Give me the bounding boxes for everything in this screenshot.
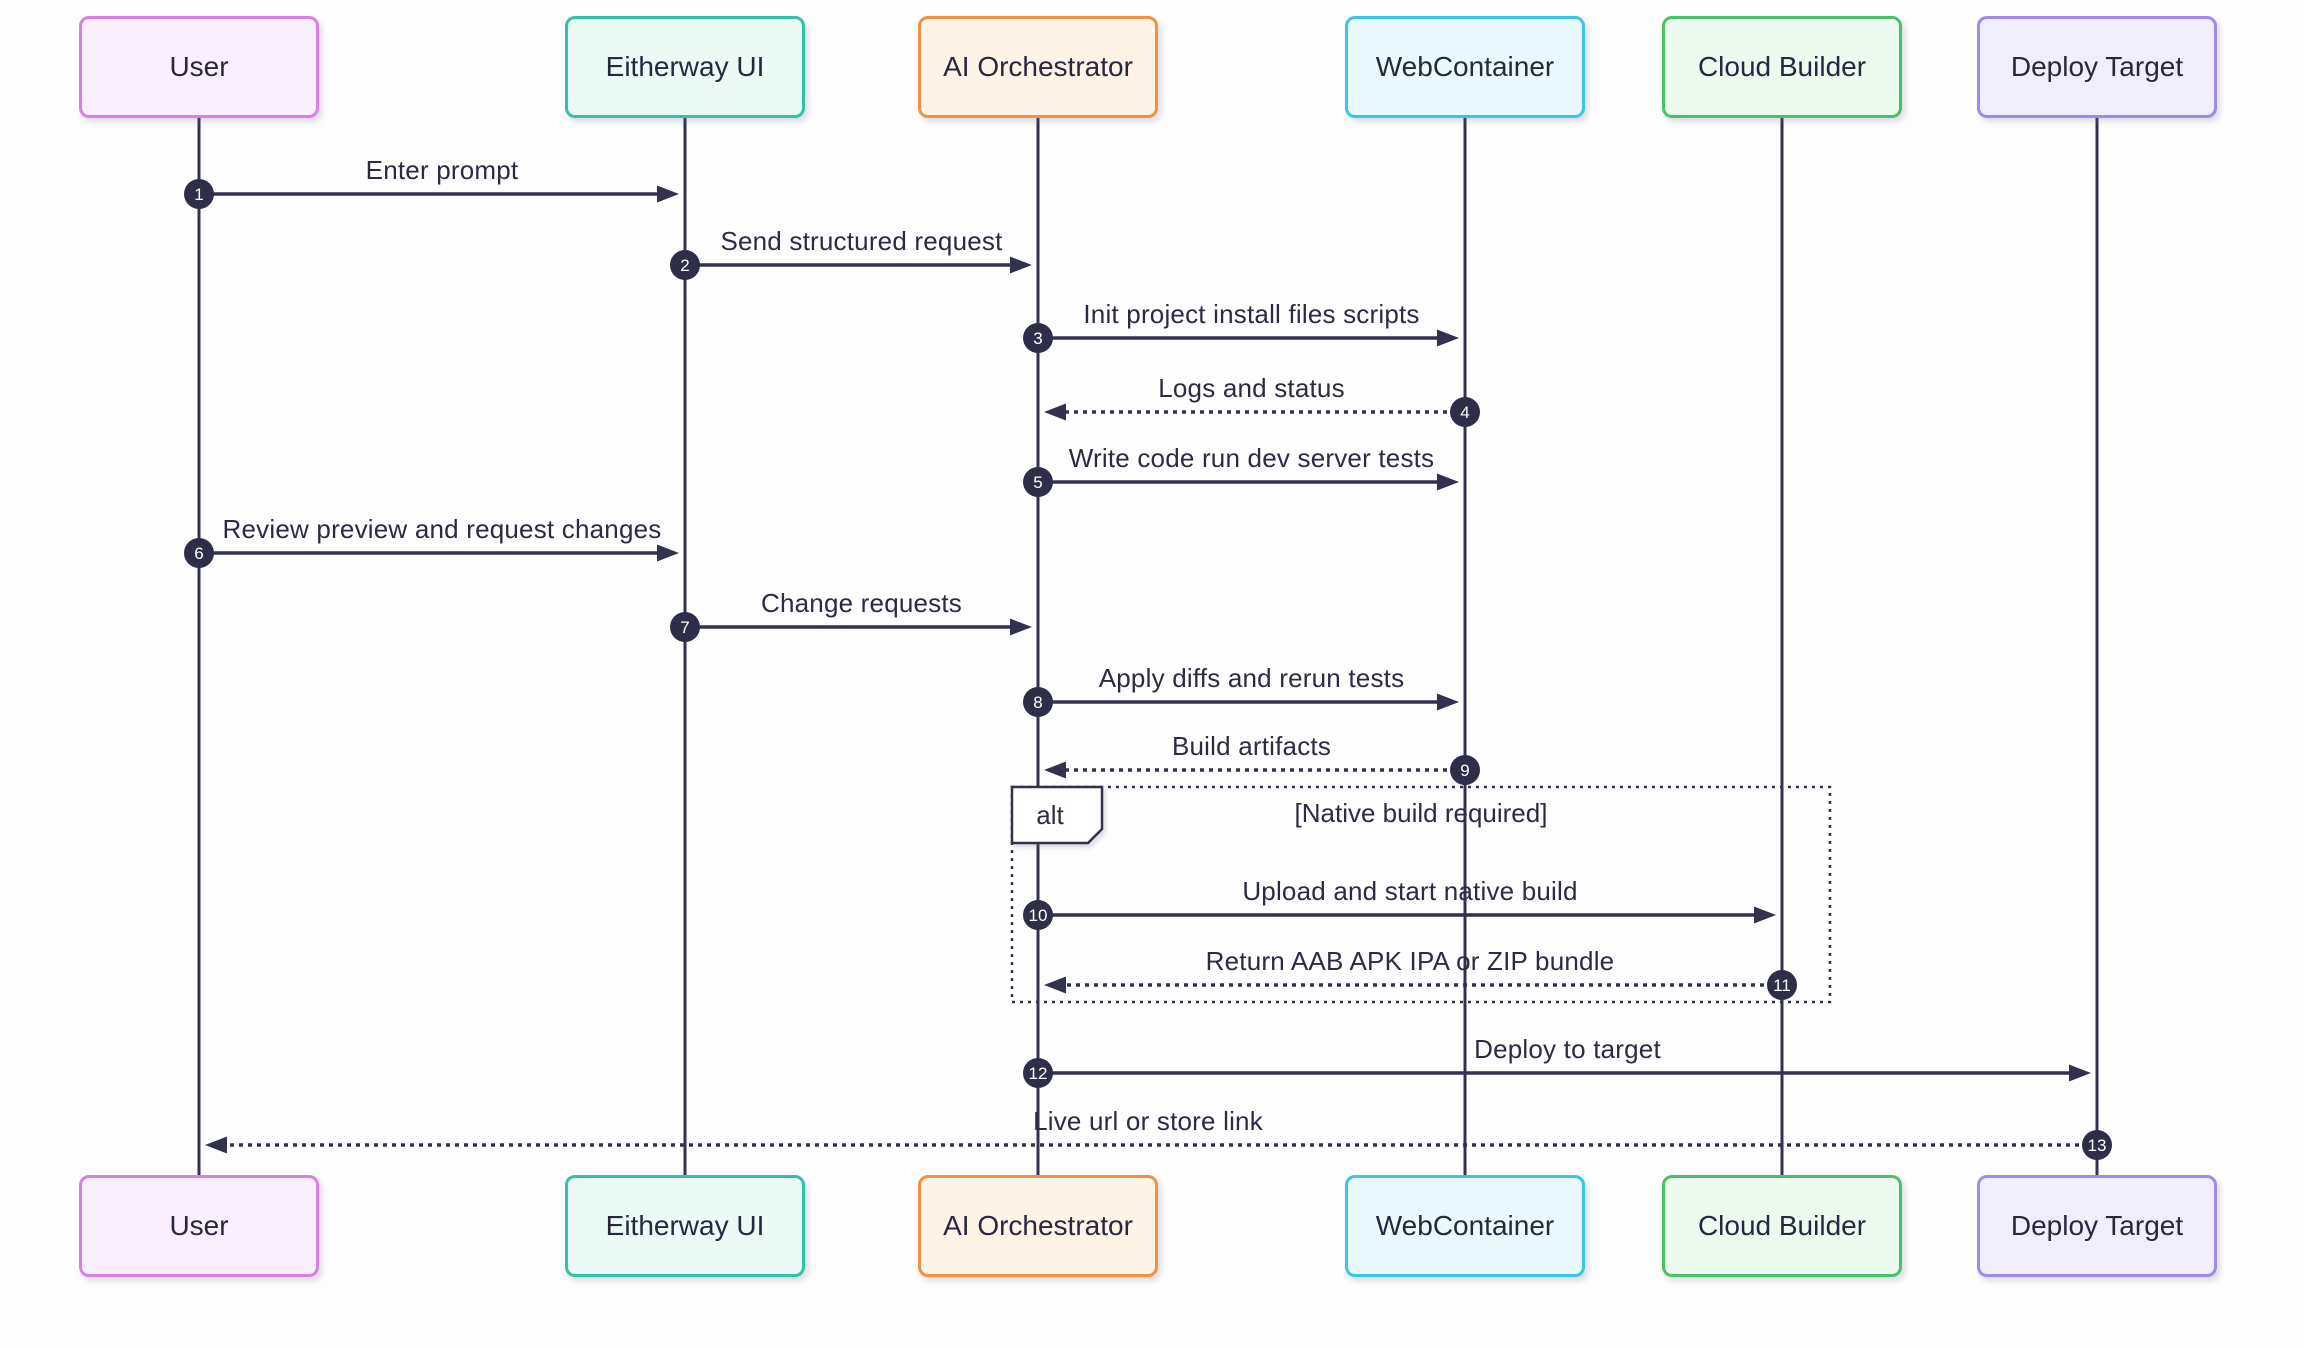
actor-top-user: User <box>79 16 319 118</box>
seq-badge-number-12: 12 <box>1029 1064 1048 1083</box>
seq-badge-13 <box>2082 1130 2112 1160</box>
actor-top-eitherway-ui: Eitherway UI <box>565 16 805 118</box>
alt-label-box <box>1010 785 1104 845</box>
seq-badge-11 <box>1767 970 1797 1000</box>
actor-label-user: User <box>169 51 229 82</box>
arrowhead-12 <box>2069 1064 2091 1082</box>
actor-bottom-deploy-target: Deploy Target <box>1977 1175 2217 1277</box>
seq-badge-7 <box>670 612 700 642</box>
arrowhead-1 <box>657 185 679 203</box>
actor-bottom-eitherway-ui: Eitherway UI <box>565 1175 805 1277</box>
seq-badge-number-5: 5 <box>1033 473 1042 492</box>
message-label-11: Return AAB APK IPA or ZIP bundle <box>1205 946 1615 976</box>
seq-badge-12 <box>1023 1058 1053 1088</box>
seq-badge-number-10: 10 <box>1029 906 1048 925</box>
arrowhead-3 <box>1437 329 1459 347</box>
actor-label-cloud-builder: Cloud Builder <box>1697 1210 1867 1241</box>
actor-top-cloud-builder: Cloud Builder <box>1662 16 1902 118</box>
actor-label-user: User <box>169 1210 229 1241</box>
actor-label-ai-orchestrator: AI Orchestrator <box>943 51 1133 82</box>
message-label-4: Logs and status <box>1158 373 1345 403</box>
message-label-9: Build artifacts <box>1171 731 1332 761</box>
message-label-7: Change requests <box>760 588 963 618</box>
seq-badge-8 <box>1023 687 1053 717</box>
seq-badge-number-1: 1 <box>194 185 203 204</box>
message-label-13: Live url or store link <box>1033 1106 1263 1136</box>
arrowhead-6 <box>657 544 679 562</box>
actor-label-deploy-target: Deploy Target <box>2010 51 2184 82</box>
seq-badge-number-4: 4 <box>1460 403 1469 422</box>
seq-badge-number-8: 8 <box>1033 693 1042 712</box>
seq-badge-9 <box>1450 755 1480 785</box>
actor-top-ai-orchestrator: AI Orchestrator <box>918 16 1158 118</box>
arrowhead-11 <box>1044 976 1066 994</box>
seq-badge-number-13: 13 <box>2088 1136 2107 1155</box>
seq-badge-number-9: 9 <box>1460 761 1469 780</box>
seq-badge-5 <box>1023 467 1053 497</box>
message-label-1: Enter prompt <box>365 155 519 185</box>
actor-bottom-cloud-builder: Cloud Builder <box>1662 1175 1902 1277</box>
message-label-3: Init project install files scripts <box>1083 299 1420 329</box>
seq-badge-3 <box>1023 323 1053 353</box>
arrowhead-2 <box>1010 256 1032 274</box>
actor-label-webcontainer: WebContainer <box>1375 51 1555 82</box>
arrowhead-5 <box>1437 473 1459 491</box>
actor-label-cloud-builder: Cloud Builder <box>1697 51 1867 82</box>
seq-badge-1 <box>184 179 214 209</box>
seq-badge-4 <box>1450 397 1480 427</box>
seq-badge-number-6: 6 <box>194 544 203 563</box>
message-label-6: Review preview and request changes <box>222 514 662 544</box>
seq-badge-number-3: 3 <box>1033 329 1042 348</box>
arrowhead-8 <box>1437 693 1459 711</box>
seq-badge-number-11: 11 <box>1773 976 1791 995</box>
alt-keyword-label: alt <box>1036 799 1064 830</box>
arrowhead-9 <box>1044 761 1066 779</box>
seq-badge-number-7: 7 <box>680 618 689 637</box>
actor-label-deploy-target: Deploy Target <box>2010 1210 2184 1241</box>
message-label-12: Deploy to target <box>1474 1034 1661 1064</box>
arrowhead-4 <box>1044 403 1066 421</box>
actor-bottom-ai-orchestrator: AI Orchestrator <box>918 1175 1158 1277</box>
arrowhead-10 <box>1754 906 1776 924</box>
alt-condition-label: [Native build required] <box>1294 798 1548 828</box>
message-label-8: Apply diffs and rerun tests <box>1098 663 1405 693</box>
actor-top-deploy-target: Deploy Target <box>1977 16 2217 118</box>
seq-badge-10 <box>1023 900 1053 930</box>
message-label-10: Upload and start native build <box>1242 876 1578 906</box>
alt-frame <box>1010 785 1832 1004</box>
actor-bottom-webcontainer: WebContainer <box>1345 1175 1585 1277</box>
arrowhead-7 <box>1010 618 1032 636</box>
actor-label-webcontainer: WebContainer <box>1375 1210 1555 1241</box>
seq-badge-2 <box>670 250 700 280</box>
message-label-5: Write code run dev server tests <box>1068 443 1435 473</box>
message-label-2: Send structured request <box>720 226 1003 256</box>
actor-label-eitherway-ui: Eitherway UI <box>605 1210 765 1241</box>
actor-top-webcontainer: WebContainer <box>1345 16 1585 118</box>
actor-bottom-user: User <box>79 1175 319 1277</box>
arrowhead-13 <box>205 1136 227 1154</box>
actor-label-eitherway-ui: Eitherway UI <box>605 51 765 82</box>
actor-label-ai-orchestrator: AI Orchestrator <box>943 1210 1133 1241</box>
seq-badge-6 <box>184 538 214 568</box>
seq-badge-number-2: 2 <box>680 256 689 275</box>
